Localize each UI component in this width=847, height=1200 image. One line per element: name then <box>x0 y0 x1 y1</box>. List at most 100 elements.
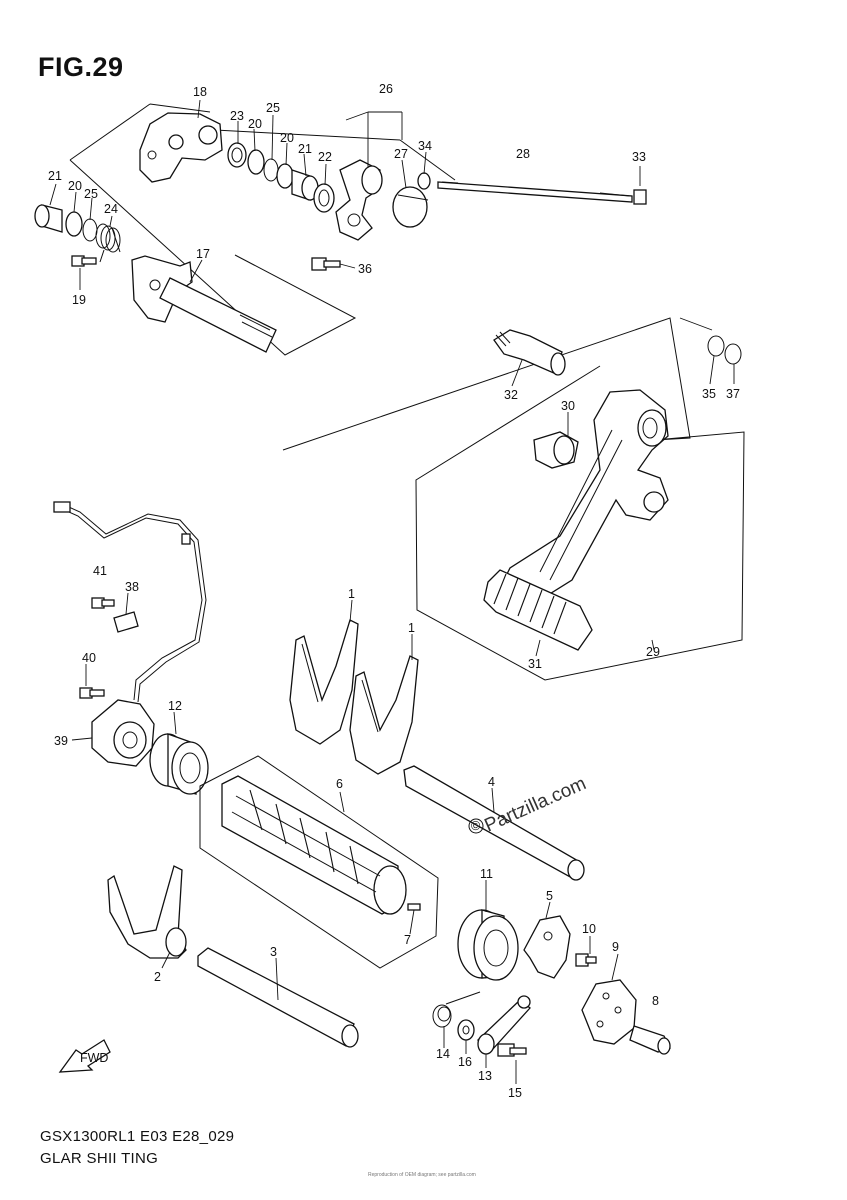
callout-31[interactable]: 31 <box>528 657 542 671</box>
part-7-pin[interactable] <box>407 903 421 911</box>
part-1-shift-fork-b[interactable] <box>349 655 419 775</box>
callout-1[interactable]: 1 <box>348 587 355 601</box>
callout-16[interactable]: 16 <box>458 1055 472 1069</box>
callout-6[interactable]: 6 <box>336 777 343 791</box>
part-22-oil-seal[interactable] <box>313 183 335 213</box>
callout-23[interactable]: 23 <box>230 109 244 123</box>
leader-lines <box>49 99 735 1084</box>
callout-30[interactable]: 30 <box>561 399 575 413</box>
part-5-stopper-plate[interactable] <box>523 915 571 979</box>
callout-27[interactable]: 27 <box>394 147 408 161</box>
part-4-fork-shaft[interactable] <box>403 765 585 881</box>
callout-13[interactable]: 13 <box>478 1069 492 1083</box>
callout-14[interactable]: 14 <box>436 1047 450 1061</box>
part-16-washer[interactable] <box>457 1019 475 1041</box>
part-30-collar[interactable] <box>533 431 579 469</box>
part-40-screw[interactable] <box>79 687 105 699</box>
callout-7[interactable]: 7 <box>404 933 411 947</box>
part-21-bearing-lower[interactable] <box>34 204 63 233</box>
callout-10[interactable]: 10 <box>582 922 596 936</box>
callout-37[interactable]: 37 <box>726 387 740 401</box>
callout-25[interactable]: 25 <box>266 101 280 115</box>
part-10-screw[interactable] <box>575 953 597 967</box>
part-19-bolt[interactable] <box>71 255 97 267</box>
part-20-washer-upper-a[interactable] <box>247 149 265 175</box>
part-8-bolt[interactable] <box>629 1025 671 1055</box>
callout-4[interactable]: 4 <box>488 775 495 789</box>
callout-18[interactable]: 18 <box>193 85 207 99</box>
fwd-label: FWD <box>80 1051 108 1065</box>
fine-print: Reproduction of OEM diagram; see partzil… <box>368 1172 476 1178</box>
callout-33[interactable]: 33 <box>632 150 646 164</box>
part-24-spring[interactable] <box>95 223 121 263</box>
callout-29[interactable]: 29 <box>646 645 660 659</box>
callout-38[interactable]: 38 <box>125 580 139 594</box>
part-6-shift-cam[interactable] <box>221 775 407 915</box>
part-14-spring[interactable] <box>432 991 481 1028</box>
callout-5[interactable]: 5 <box>546 889 553 903</box>
callout-12[interactable]: 12 <box>168 699 182 713</box>
part-20-washer-upper-b[interactable] <box>276 163 294 189</box>
part-27-cap[interactable] <box>392 186 429 228</box>
callout-21[interactable]: 21 <box>48 169 62 183</box>
callout-17[interactable]: 17 <box>196 247 210 261</box>
part-38-clamp[interactable] <box>113 611 139 633</box>
part-17-shift-shaft[interactable] <box>131 255 277 353</box>
part-2-shift-fork[interactable] <box>107 865 187 959</box>
callout-36[interactable]: 36 <box>358 262 372 276</box>
part-33-nut[interactable] <box>633 189 647 205</box>
part-26-shift-arm[interactable] <box>335 159 383 241</box>
callout-1[interactable]: 1 <box>408 621 415 635</box>
section-title: GLAR SHII TING <box>40 1150 159 1167</box>
part-35-circlip[interactable] <box>707 335 725 357</box>
part-20-washer-lower[interactable] <box>65 211 83 237</box>
callout-39[interactable]: 39 <box>54 734 68 748</box>
callout-26[interactable]: 26 <box>379 82 393 96</box>
cam-group-frame <box>199 755 439 969</box>
callout-20[interactable]: 20 <box>248 117 262 131</box>
part-13-stopper-arm[interactable] <box>476 995 531 1055</box>
part-28-rod[interactable] <box>437 181 633 203</box>
part-18-bracket[interactable] <box>139 112 223 183</box>
part-41-screw[interactable] <box>91 597 115 609</box>
part-32-lever-bolt[interactable] <box>493 329 566 376</box>
part-31-footrest-rubber[interactable] <box>483 569 593 651</box>
part-37-circlip[interactable] <box>724 343 742 365</box>
part-36-bolt[interactable] <box>311 257 341 271</box>
callout-2[interactable]: 2 <box>154 970 161 984</box>
part-25-circlip-lower[interactable] <box>82 218 98 242</box>
part-11-bearing[interactable] <box>457 909 519 981</box>
callout-11[interactable]: 11 <box>480 867 493 881</box>
callout-20[interactable]: 20 <box>280 131 294 145</box>
model-code: GSX1300RL1 E03 E28_029 <box>40 1128 235 1145</box>
callout-25[interactable]: 25 <box>84 187 98 201</box>
callout-40[interactable]: 40 <box>82 651 96 665</box>
callout-24[interactable]: 24 <box>104 202 118 216</box>
callout-3[interactable]: 3 <box>270 945 277 959</box>
part-1-shift-fork-a[interactable] <box>289 619 359 745</box>
callout-21[interactable]: 21 <box>298 142 312 156</box>
part-3-fork-shaft[interactable] <box>197 947 359 1048</box>
callout-28[interactable]: 28 <box>516 147 530 161</box>
part-34-collar[interactable] <box>417 172 431 190</box>
part-23-oil-seal[interactable] <box>227 142 247 168</box>
lever-group-frame <box>282 317 745 681</box>
callout-41[interactable]: 41 <box>93 564 107 578</box>
callout-22[interactable]: 22 <box>318 150 332 164</box>
callout-35[interactable]: 35 <box>702 387 716 401</box>
part-9-cam-driven-gear[interactable] <box>581 979 637 1045</box>
callout-9[interactable]: 9 <box>612 940 619 954</box>
callout-15[interactable]: 15 <box>508 1086 522 1100</box>
part-29-shift-lever[interactable] <box>499 389 669 601</box>
callout-19[interactable]: 19 <box>72 293 86 307</box>
part-12-bearing[interactable] <box>149 733 209 795</box>
callout-32[interactable]: 32 <box>504 388 518 402</box>
forward-direction-arrow: FWD <box>58 1039 111 1073</box>
part-15-bolt[interactable] <box>497 1043 527 1057</box>
part-39-gear-position-sensor[interactable] <box>91 699 155 767</box>
callout-8[interactable]: 8 <box>652 994 659 1008</box>
callout-20[interactable]: 20 <box>68 179 82 193</box>
part-25-circlip-upper[interactable] <box>263 158 279 182</box>
callout-34[interactable]: 34 <box>418 139 432 153</box>
